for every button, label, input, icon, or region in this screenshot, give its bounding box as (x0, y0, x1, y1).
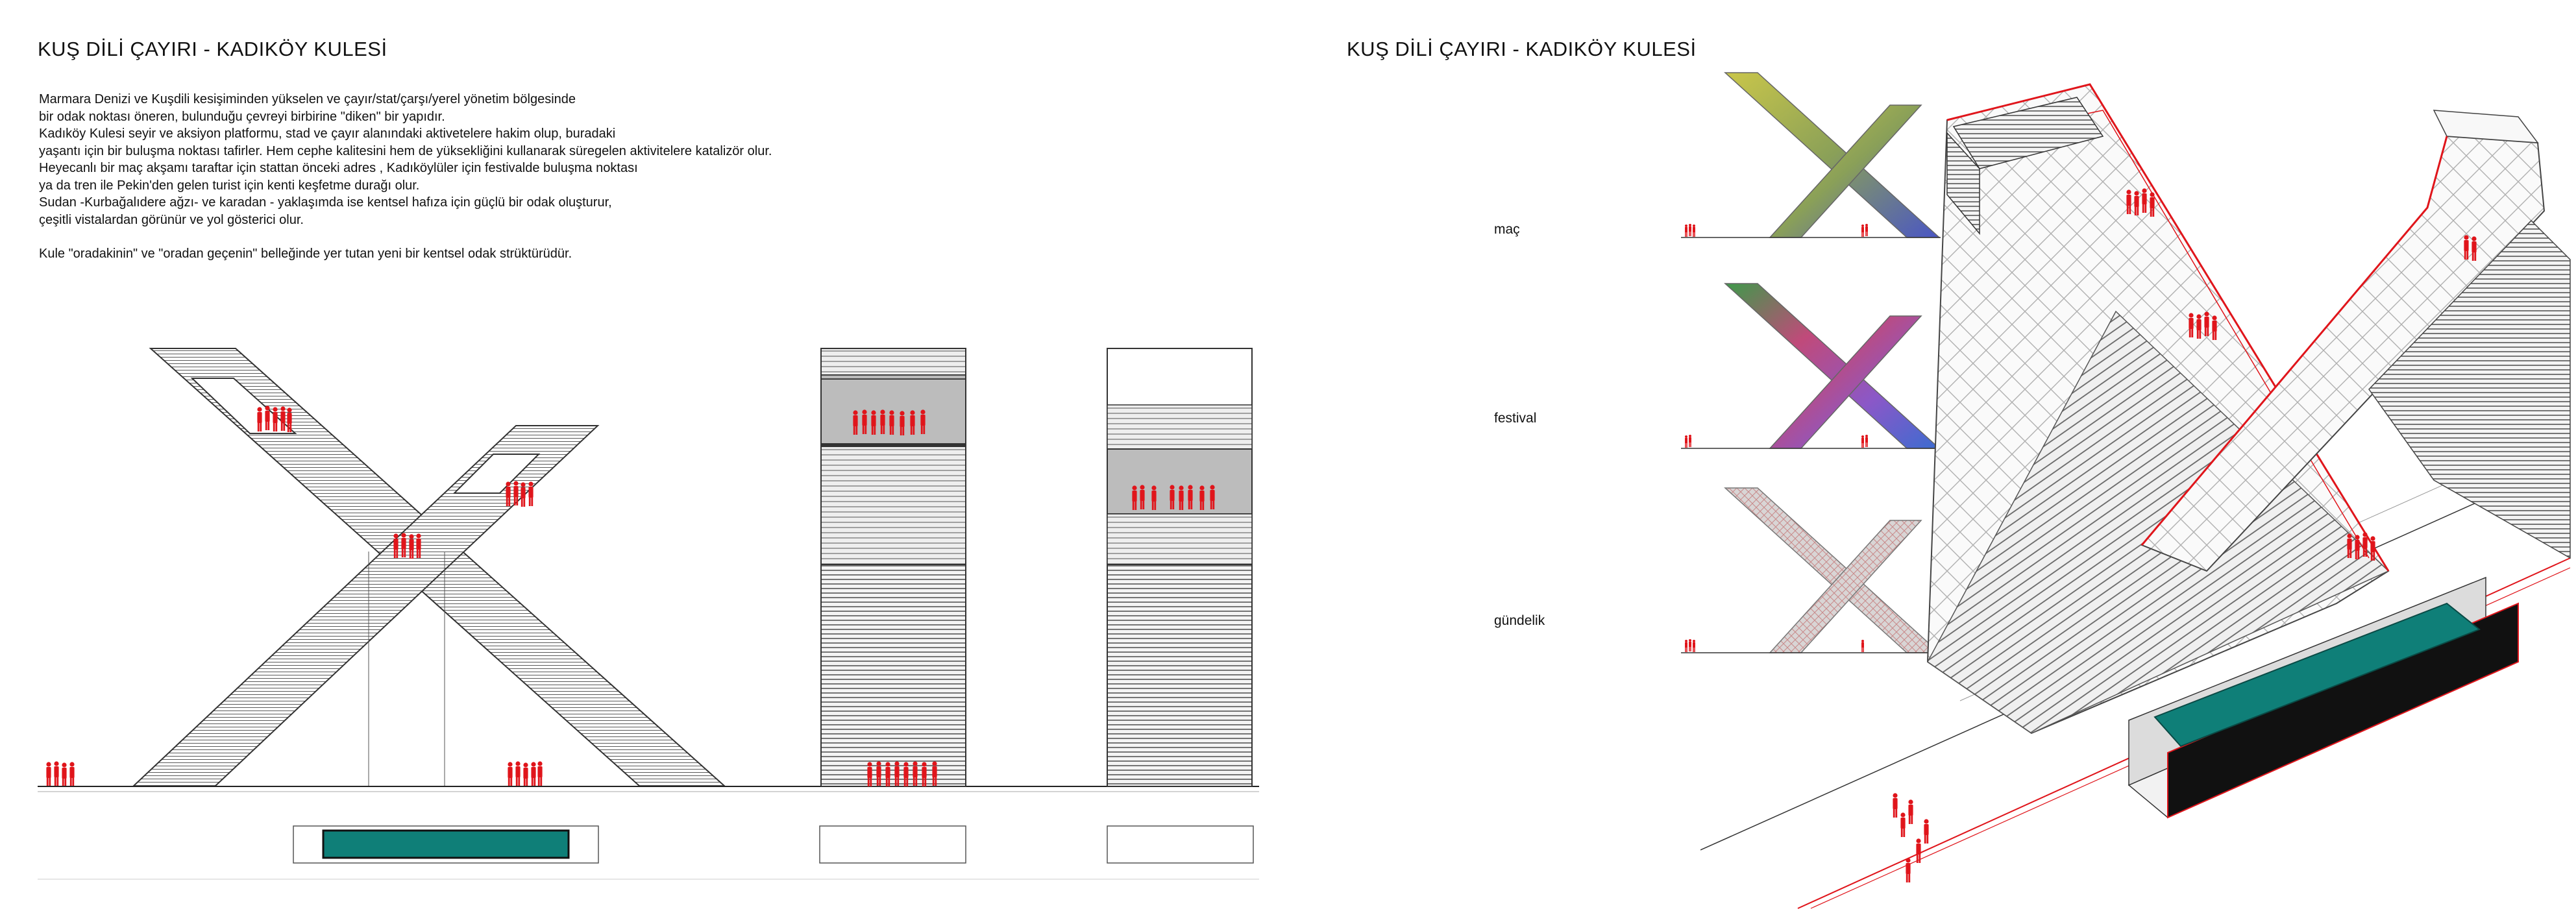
short-arm (2141, 110, 2571, 572)
paragraph-line: Marmara Denizi ve Kuşdili kesişiminden y… (39, 92, 576, 106)
pool-plan (322, 829, 570, 859)
mode-label-mac: maç (1494, 222, 1520, 237)
tower-elevations (38, 348, 1259, 880)
mode-label-gundelik: gündelik (1494, 613, 1545, 628)
paragraph-line: çeşitli vistalardan görünür ve yol göste… (39, 212, 304, 227)
paragraph-line: Heyecanlı bir maç akşamı taraftar için s… (39, 161, 638, 175)
closing-line: Kule "oradakinin" ve "oradan geçenin" be… (39, 247, 572, 261)
left-panel-title: KUŞ DİLİ ÇAYIRI - KADIKÖY KULESİ (38, 38, 387, 60)
pool-block (2128, 576, 2520, 819)
tower-side-elevation-2 (1107, 348, 1253, 787)
description-paragraph: Marmara Denizi ve Kuşdili kesişiminden y… (39, 91, 1012, 263)
tower-side-elevation-1 (820, 348, 966, 787)
paragraph-line: bir odak noktası öneren, bulunduğu çevre… (39, 109, 445, 124)
axonometric-tower-view (1700, 83, 2571, 909)
lower-platform-window (452, 454, 541, 494)
paragraph-line: yaşantı için bir buluşma noktası tafirle… (39, 143, 772, 158)
paragraph-line: ya da tren ile Pekin'den gelen turist iç… (39, 178, 420, 193)
pool-water (2153, 602, 2481, 747)
festival-mode-diagram (1681, 283, 1941, 449)
mac-mode-diagram (1681, 72, 1941, 238)
facade-block (1946, 97, 2104, 236)
paragraph-line: Sudan -Kurbağalıdere ağzı- ve karadan - … (39, 195, 612, 210)
mode-label-festival: festival (1494, 411, 1537, 426)
usage-mode-diagrams (1681, 72, 1941, 653)
paragraph-line: Kadıköy Kulesi seyir ve aksiyon platform… (39, 127, 616, 141)
plan-side-2 (1107, 825, 1254, 864)
right-panel-title: KUŞ DİLİ ÇAYIRI - KADIKÖY KULESİ (1347, 38, 1697, 60)
x-tower-elevation (46, 348, 727, 787)
plan-side-1 (819, 825, 966, 864)
